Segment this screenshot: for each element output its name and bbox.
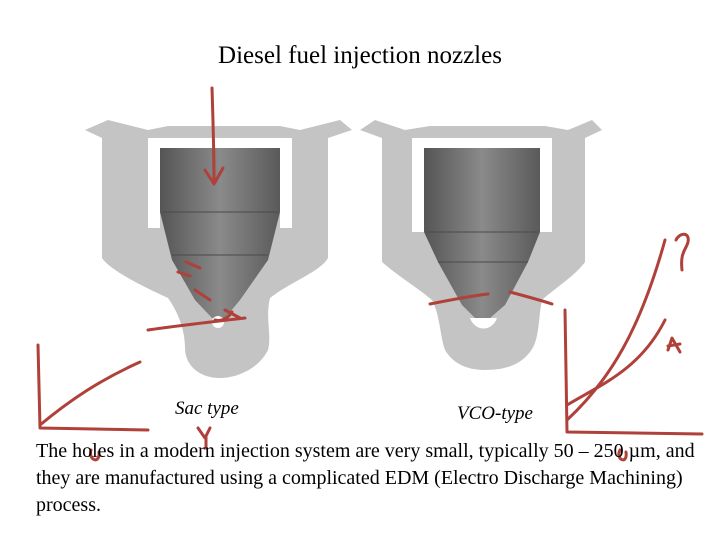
graph-curve-right bbox=[565, 238, 667, 422]
sac-nozzle bbox=[85, 120, 352, 378]
sac-type-label: Sac type bbox=[175, 398, 239, 419]
vco-nozzle bbox=[360, 120, 602, 370]
graph-axes-right bbox=[563, 308, 704, 436]
handwritten-annotations bbox=[36, 86, 704, 462]
vco-needle bbox=[424, 148, 540, 318]
vco-type-label: VCO-type bbox=[457, 403, 533, 424]
arrow-down-annotation bbox=[210, 86, 216, 184]
graph-curve-left bbox=[38, 360, 142, 427]
slide-title: Diesel fuel injection nozzles bbox=[218, 42, 502, 69]
graph-axes-left bbox=[36, 343, 150, 432]
vco-nozzle-bore bbox=[412, 138, 552, 232]
sac-nozzle-bore bbox=[148, 138, 292, 228]
slide-body-text: The holes in a modern injection system a… bbox=[36, 440, 695, 516]
